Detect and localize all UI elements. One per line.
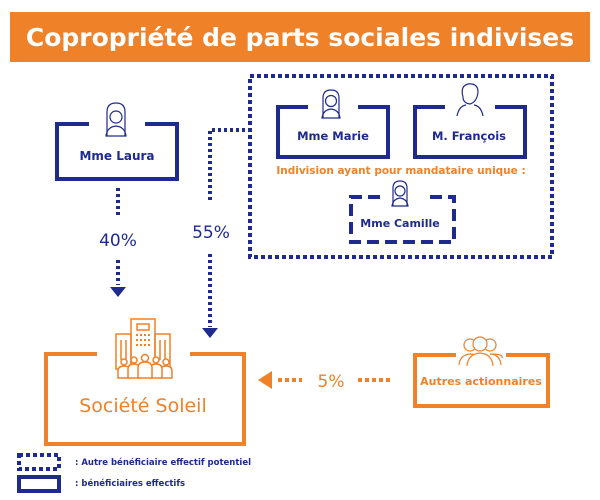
arrow-down-icon: [202, 328, 218, 338]
laura-node: Mme Laura: [55, 102, 179, 181]
arrow-left-icon: [258, 371, 272, 389]
title-banner: Copropriété de parts sociales indivises: [10, 12, 590, 62]
others-node: Autres actionnaires: [413, 336, 550, 408]
page-title: Copropriété de parts sociales indivises: [26, 23, 574, 52]
woman-icon: [391, 180, 409, 207]
building-icon: [115, 318, 173, 379]
percentage-label: 5%: [318, 372, 345, 392]
legend: : Autre bénéficiaire effectif potentiel …: [17, 453, 251, 493]
others-ownership-arrow: 5%: [258, 371, 393, 392]
company-label: Société Soleil: [79, 395, 207, 417]
arrow-down-icon: [110, 287, 126, 297]
percentage-label: 55%: [192, 223, 230, 243]
indivision-label: Indivision ayant pour mandataire unique …: [276, 165, 525, 177]
person-label: Mme Marie: [297, 129, 369, 143]
indivision-group: Mme Marie M. François Indivision ayant p…: [248, 74, 554, 259]
group-icon: [458, 336, 503, 367]
person-label: Mme Laura: [79, 149, 154, 163]
person-label: M. François: [432, 129, 506, 143]
indivision-ownership-arrow: 55%: [192, 128, 245, 338]
legend-dotted-swatch: [17, 453, 61, 471]
legend-solid-swatch: [17, 475, 61, 493]
man-icon: [456, 83, 484, 117]
laura-ownership-arrow: 40%: [99, 188, 137, 297]
person-label: Mme Camille: [360, 217, 439, 230]
others-label: Autres actionnaires: [420, 375, 542, 388]
woman-icon: [321, 89, 341, 119]
percentage-label: 40%: [99, 231, 137, 251]
legend-label: : Autre bénéficiaire effectif potentiel: [75, 457, 251, 468]
legend-label: : bénéficiaires effectifs: [75, 478, 185, 489]
woman-icon: [105, 102, 127, 137]
company-node: Société Soleil: [44, 318, 246, 446]
